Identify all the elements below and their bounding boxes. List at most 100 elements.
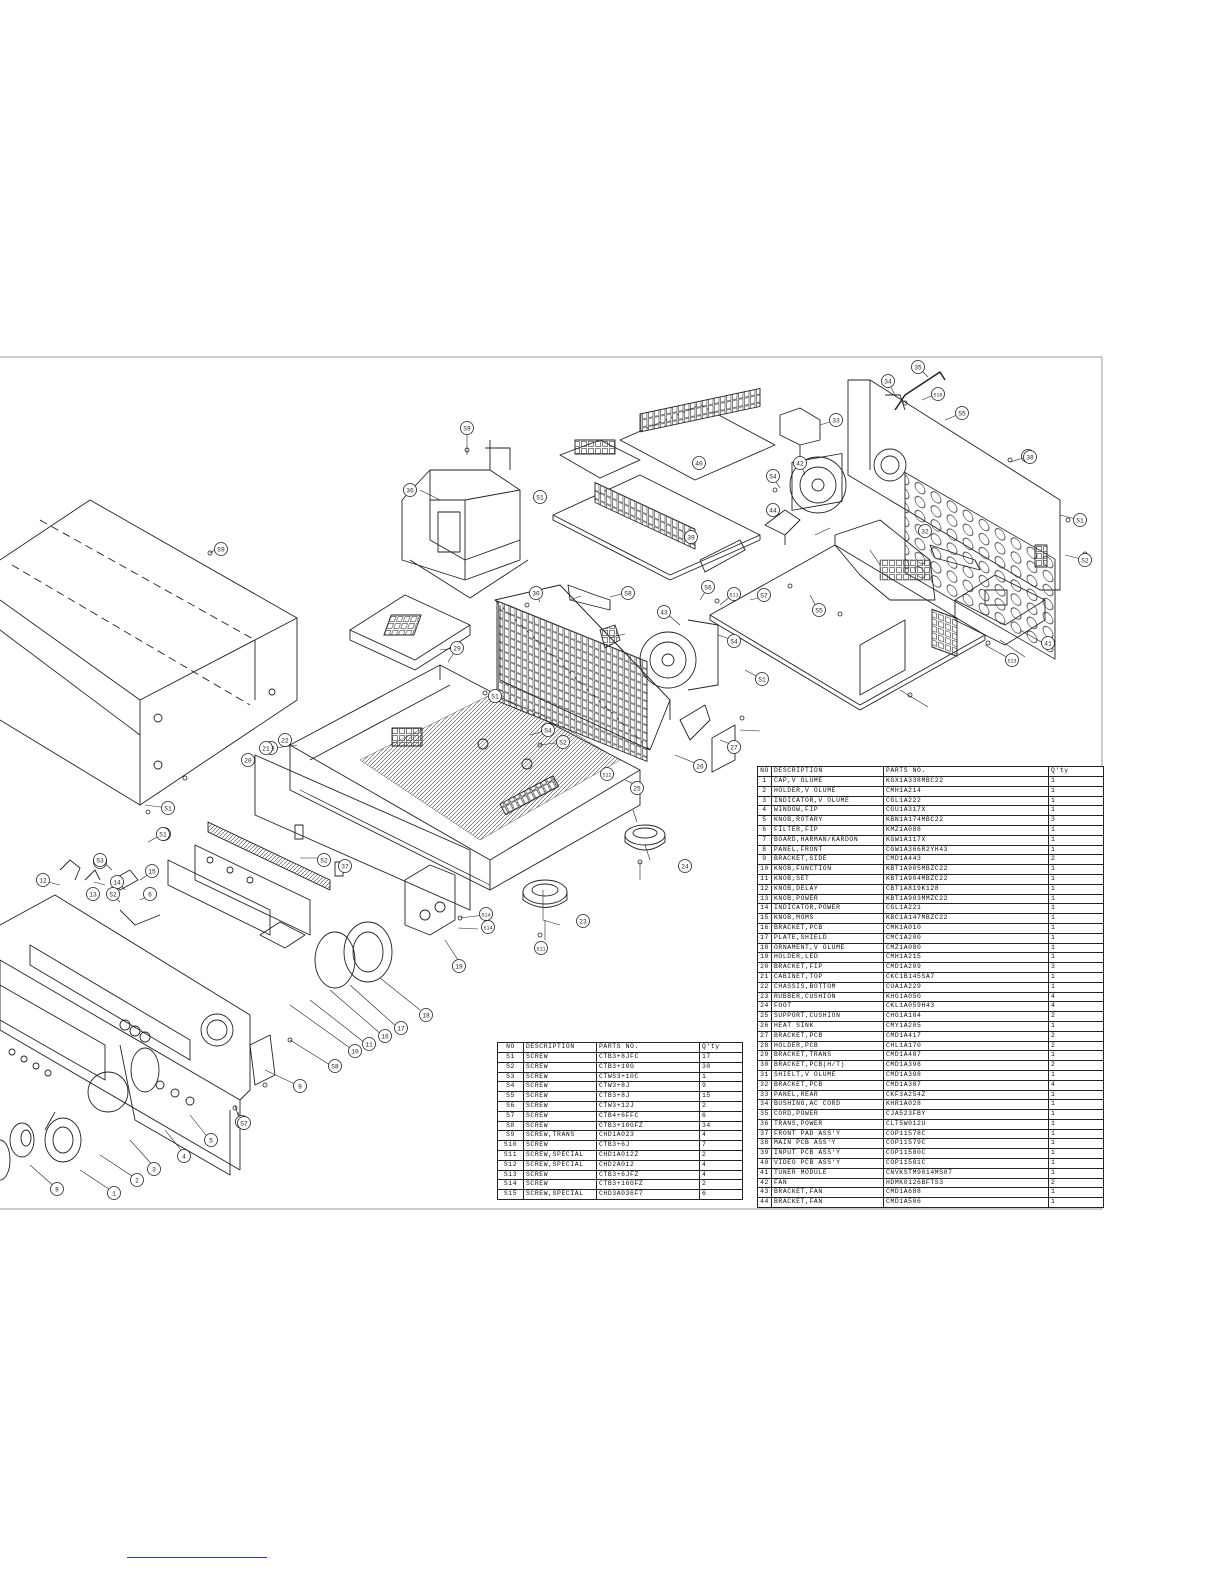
part-description: WINDOW,FIP [771, 805, 884, 817]
callout-label: S6 [701, 580, 715, 594]
callout-text: 39 [687, 534, 695, 541]
part-quantity: 1 [1048, 1187, 1104, 1199]
callout-text: S10 [933, 392, 942, 398]
part-code: CBT1A819K128 [883, 883, 1049, 895]
callout-text: S7 [240, 1120, 248, 1127]
part-code: KHG1A050 [883, 991, 1049, 1003]
part-quantity: 15 [699, 1091, 743, 1102]
callout-label: S1 [161, 801, 175, 815]
callout-text: 35 [914, 364, 922, 371]
part-number: 34 [757, 1099, 772, 1111]
part-description: BRACKET,SIDE [771, 854, 884, 866]
part-code: CMD1A487 [883, 1050, 1049, 1062]
part-quantity: 1 [1048, 785, 1104, 797]
callout-label: 22 [278, 733, 292, 747]
part-code: COP11579C [883, 1138, 1049, 1150]
part-description: INDICATOR,V OLUME [771, 795, 884, 807]
part-code: CHD3A036F7 [596, 1189, 700, 1200]
callout-label: S1 [533, 490, 547, 504]
callout-text: S1 [491, 693, 499, 700]
callout-balloons: S93640S1393534S10S533S342S444S138S232S64… [36, 360, 1092, 1200]
part-description: SUPPORT,CUSHION [771, 1011, 884, 1022]
part-quantity: 4 [1048, 1079, 1104, 1091]
callout-text: 4 [182, 1153, 186, 1160]
part-description: BRACKET,TRANS [771, 1050, 884, 1062]
callout-text: S11 [536, 946, 545, 952]
part-description: CORD,POWER [771, 1109, 884, 1120]
part-code: CMD1A443 [883, 854, 1049, 866]
part-quantity: 1 [1048, 922, 1104, 934]
callout-label: 44 [766, 503, 780, 517]
part-number: 42 [757, 1177, 772, 1189]
callout-text: 22 [281, 737, 289, 744]
part-quantity: 1 [1048, 913, 1104, 924]
part-number: S1 [497, 1052, 524, 1063]
footer-link-underline[interactable] [127, 1557, 267, 1558]
part-quantity: 1 [1048, 1099, 1104, 1111]
callout-label: 42 [793, 456, 807, 470]
part-description: TUNER MODULE [771, 1167, 884, 1179]
part-quantity: 4 [699, 1130, 743, 1142]
callout-text: 17 [397, 1025, 405, 1032]
table-header-row: NO DESCRIPTION PARTS NO. Q'ty [757, 766, 1104, 777]
callout-label: 19 [452, 959, 466, 973]
part-code: CTWS3+10C [596, 1071, 700, 1083]
column-header: DESCRIPTION [771, 766, 884, 777]
callout-label: 30 [529, 586, 543, 600]
callout-text: 34 [884, 378, 892, 385]
part-bracket-pcb [59, 544, 981, 1086]
callout-text: 13 [89, 891, 97, 898]
callout-label: S5 [955, 406, 969, 420]
part-quantity: 6 [699, 1110, 743, 1122]
callout-label: 6 [143, 887, 157, 901]
part-number: 18 [757, 942, 772, 954]
callout-label: S7 [237, 1116, 251, 1130]
callout-label: S1 [488, 689, 502, 703]
part-quantity: 2 [1048, 1040, 1104, 1052]
part-description: SCREW [523, 1091, 597, 1102]
part-number: 15 [757, 913, 772, 924]
leader-lines [29, 366, 1086, 1194]
callout-label: 18 [419, 1008, 433, 1022]
callout-label: 20 [241, 753, 255, 767]
part-quantity: 2 [1048, 854, 1104, 866]
part-code: KBC1A147MBZC22 [883, 913, 1049, 924]
part-description: KNOB,MOMS [771, 913, 884, 924]
part-number: S9 [497, 1130, 524, 1142]
callout-label: S5 [812, 603, 826, 617]
part-number: 35 [757, 1109, 772, 1120]
callout-text: S9 [217, 546, 225, 553]
part-description: CABINET,TOP [771, 971, 884, 983]
part-quantity: 1 [1048, 952, 1104, 964]
part-number: S7 [497, 1110, 524, 1122]
callout-label: 8 [50, 1182, 64, 1196]
callout-text: 32 [921, 528, 929, 535]
callout-label: 21 [259, 741, 273, 755]
callout-text: 44 [769, 507, 777, 514]
part-number: 11 [757, 873, 772, 885]
part-code: HDMK0126BFTS3 [883, 1177, 1049, 1189]
part-code: CUA1A229 [883, 981, 1049, 993]
part-code: CKL1A059H43 [883, 1001, 1049, 1013]
part-code: KHR1A028 [883, 1099, 1049, 1111]
part-description: KNOB,FUNCTION [771, 864, 884, 875]
part-description: SHIELT,V OLUME [771, 1069, 884, 1081]
callout-text: 5 [209, 1137, 213, 1144]
part-description: SCREW [523, 1081, 597, 1093]
part-quantity: 1 [1048, 1158, 1104, 1169]
part-description: SCREW [523, 1071, 597, 1083]
part-quantity: 3 [1048, 962, 1104, 973]
callout-label: S9 [460, 421, 474, 435]
